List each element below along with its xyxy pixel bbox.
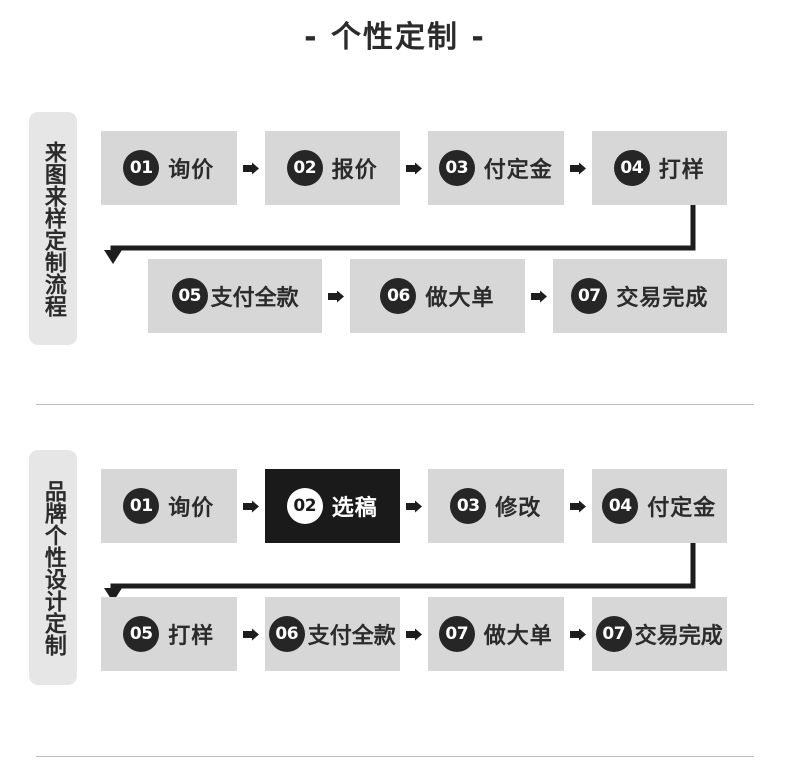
step-number-badge: 05 [171,278,208,314]
step-box-05[interactable]: 05 打样 [101,597,237,671]
flow-1-row-1: 01 询价 02 报价 03 付定金 04 打样 [101,131,727,205]
step-number-badge: 03 [450,488,487,524]
step-label: 支付全款 [210,286,299,311]
section-divider-2 [36,756,754,757]
step-box-01[interactable]: 01 询价 [101,131,237,205]
arrow-right-icon [564,628,592,641]
step-box-02-active[interactable]: 02 选稿 [264,469,400,543]
flow-2-row-1: 01 询价 02 选稿 03 修改 04 付定金 [101,469,727,543]
step-box-04[interactable]: 04 打样 [591,131,727,205]
step-box-05[interactable]: 05 支付全款 [148,259,323,333]
step-label: 做大单 [483,624,553,649]
arrow-right-icon [564,500,592,513]
step-box-07b[interactable]: 07 交易完成 [591,597,727,671]
flow-1-row-2: 05 支付全款 06 做大单 07 交易完成 [148,259,727,333]
arrow-right-icon [237,628,265,641]
page-title: - 个性定制 - [304,20,486,55]
step-box-03[interactable]: 03 付定金 [428,131,564,205]
flow-side-label-2: 品牌个性设计定制 [29,450,77,685]
step-number-badge: 04 [602,488,639,524]
arrow-right-icon [400,500,428,513]
step-label: 支付全款 [307,624,396,649]
step-label: 交易完成 [634,624,723,649]
step-box-01[interactable]: 01 询价 [101,469,237,543]
step-box-07[interactable]: 07 交易完成 [552,259,727,333]
arrow-right-icon [237,500,265,513]
step-box-06[interactable]: 06 支付全款 [264,597,400,671]
arrow-right-icon [322,290,350,303]
step-number-badge: 04 [613,150,650,186]
step-box-07a[interactable]: 07 做大单 [428,597,564,671]
step-number-badge: 06 [380,278,417,314]
step-label: 付定金 [647,496,717,521]
step-box-06[interactable]: 06 做大单 [350,259,525,333]
section-divider-1 [36,404,754,405]
step-label: 交易完成 [616,286,709,311]
step-number-badge: 03 [438,150,475,186]
step-number-badge: 05 [123,616,160,652]
flow-2-row-2: 05 打样 06 支付全款 07 做大单 07 交易完成 [101,597,727,671]
step-number-badge: 02 [286,150,323,186]
step-label: 打样 [168,624,215,649]
step-number-badge: 01 [123,488,160,524]
step-number-badge: 02 [286,488,323,524]
arrow-right-icon [400,628,428,641]
step-number-badge: 07 [595,616,632,652]
step-label: 询价 [168,158,215,183]
step-label: 修改 [495,496,542,521]
step-label: 做大单 [425,286,495,311]
arrow-right-icon [525,290,553,303]
step-number-badge: 07 [438,616,475,652]
arrow-right-icon [564,162,592,175]
step-label: 打样 [658,158,705,183]
step-label: 选稿 [331,496,378,521]
step-box-03[interactable]: 03 修改 [428,469,564,543]
flow-side-label-1: 来图来样定制流程 [29,112,77,345]
step-number-badge: 07 [571,278,608,314]
step-number-badge: 06 [268,616,305,652]
arrow-right-icon [400,162,428,175]
step-label: 询价 [168,496,215,521]
step-box-04[interactable]: 04 付定金 [591,469,727,543]
flow-side-label-1-text: 来图来样定制流程 [40,140,66,317]
step-box-02[interactable]: 02 报价 [264,131,400,205]
flow-side-label-2-text: 品牌个性设计定制 [40,479,66,656]
arrow-right-icon [237,162,265,175]
step-number-badge: 01 [123,150,160,186]
step-label: 报价 [331,158,378,183]
step-label: 付定金 [483,158,553,183]
